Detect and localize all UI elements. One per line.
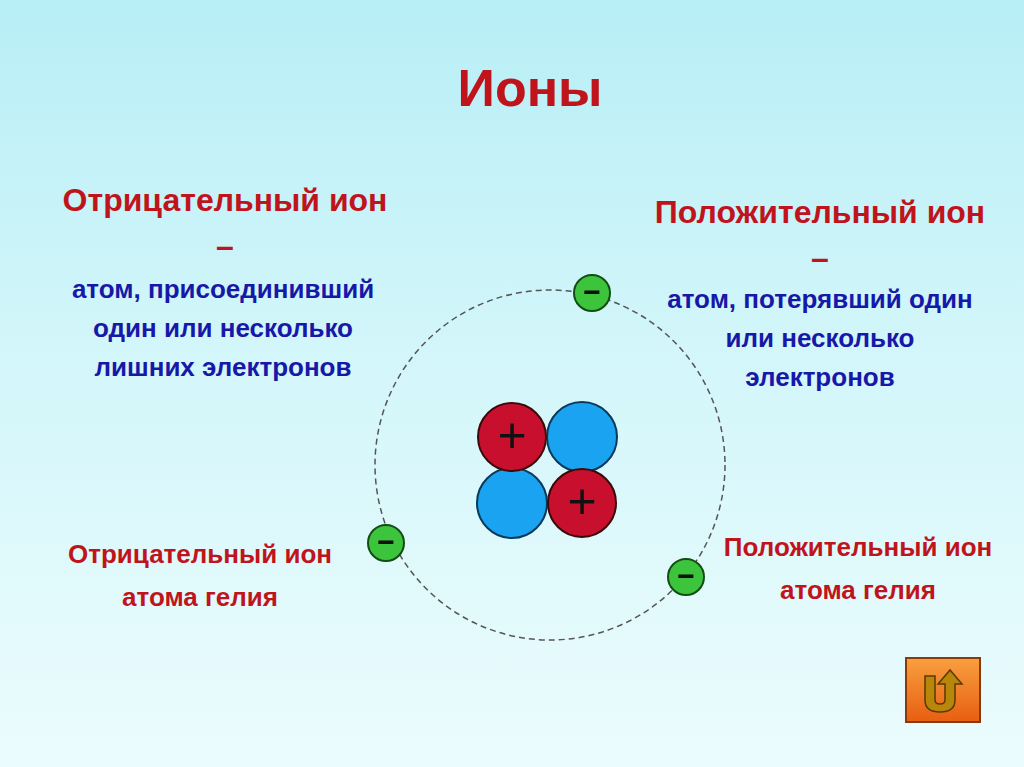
negative-ion-definition-text: атом, присоединивший один или несколько … (72, 274, 374, 382)
charge-minus: − (377, 527, 395, 557)
charge-plus: + (567, 476, 596, 526)
diagram-title-text: Ионы (458, 59, 603, 117)
negative-ion-heading: Отрицательный ион – (50, 177, 400, 269)
negative-ion-caption: Отрицательный ион атома гелия (40, 533, 360, 619)
charge-plus: + (497, 410, 526, 460)
positive-ion-caption: Положительный ион атома гелия (700, 526, 1016, 612)
negative-ion-heading-text: Отрицательный ион – (63, 182, 388, 264)
electron-circle: − (667, 558, 705, 596)
charge-minus: − (583, 277, 601, 307)
positive-ion-heading-text: Положительный ион – (655, 194, 985, 276)
neutron (547, 402, 617, 472)
negative-ion-caption-text: Отрицательный ион атома гелия (68, 539, 332, 612)
proton-circle: + (477, 402, 547, 472)
positive-ion-definition-text: атом, потерявший один или несколько элек… (667, 284, 973, 392)
electron-circle: − (573, 274, 611, 312)
positive-ion-heading: Положительный ион – (645, 189, 995, 281)
electron-circle: − (367, 524, 405, 562)
positive-ion-definition: атом, потерявший один или несколько элек… (660, 280, 980, 397)
neutron (477, 468, 547, 538)
positive-ion-caption-text: Положительный ион атома гелия (724, 532, 992, 605)
negative-ion-definition: атом, присоединивший один или несколько … (48, 270, 398, 387)
electron-orbit (375, 290, 725, 640)
return-button (906, 658, 980, 722)
proton-circle: + (547, 468, 617, 538)
charge-minus: − (677, 561, 695, 591)
diagram-title: Ионы (330, 58, 730, 118)
